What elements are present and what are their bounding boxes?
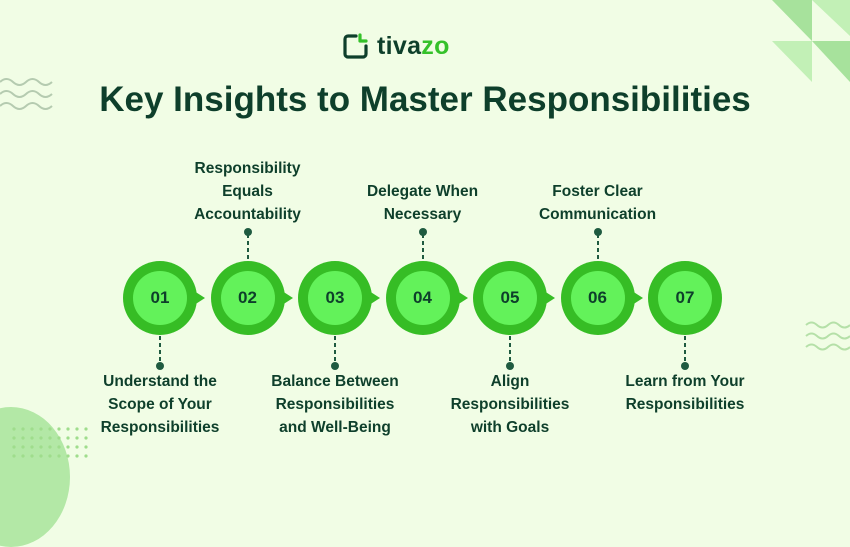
connector-dot-icon: [593, 228, 602, 236]
timeline-step-05: 05: [473, 261, 555, 335]
logo-bracket-icon: [343, 33, 368, 59]
step-number: 03: [308, 271, 362, 325]
wave-lines-decoration: [0, 78, 53, 110]
step-number: 02: [220, 271, 275, 325]
step-connector: [243, 228, 252, 262]
triangles-decoration: [772, 0, 850, 82]
step-label-line: Align: [490, 373, 530, 390]
connector-dot-icon: [681, 362, 689, 370]
timeline-step-03: 03: [298, 261, 380, 335]
brand-logo: tivazo: [343, 30, 503, 62]
step-label-line: Learn from Your: [625, 373, 745, 390]
step-label-line: Responsibilities: [100, 419, 220, 436]
timeline-step-06: 06: [560, 261, 643, 335]
dot-grid-decoration: [12, 427, 88, 458]
step-label-line: Balance Between: [271, 373, 399, 390]
brand-name: tivazo: [377, 31, 450, 60]
connector-dot-icon: [506, 362, 514, 370]
timeline-step-04: 04: [385, 261, 468, 335]
connector-dot-icon: [243, 228, 252, 236]
step-connector: [593, 228, 602, 262]
timeline-step-01: 01: [123, 261, 205, 335]
step-label-line: Responsibilities: [450, 396, 570, 413]
step-connector: [681, 336, 689, 370]
step-number: 06: [570, 271, 625, 325]
step-label-line: Responsibilities: [625, 396, 745, 413]
step-label-line: Scope of Your: [108, 396, 212, 413]
step-label-line: Foster Clear: [552, 183, 643, 200]
step-number: 05: [483, 271, 537, 325]
step-label-line: Delegate When: [366, 183, 479, 200]
step-connector: [506, 336, 514, 370]
step-connector: [156, 336, 164, 370]
connector-dot-icon: [156, 362, 164, 370]
step-number: 07: [658, 271, 712, 325]
step-label-line: with Goals: [470, 419, 550, 436]
timeline-step-07: 07: [648, 261, 722, 335]
step-label-line: Responsibilities: [275, 396, 395, 413]
step-label-line: Understand the: [103, 373, 217, 390]
step-number: 04: [395, 271, 450, 325]
page-title: Key Insights to Master Responsibilities: [99, 80, 751, 119]
step-label-line: Accountability: [194, 206, 301, 223]
step-label-line: Responsibility: [194, 160, 301, 177]
step-connector: [331, 336, 339, 370]
step-number: 01: [133, 271, 187, 325]
wave-lines-decoration-right: [805, 321, 850, 351]
step-label-line: Communication: [538, 206, 657, 223]
step-label-line: and Well-Being: [279, 419, 391, 436]
connector-dot-icon: [331, 362, 339, 370]
step-label-line: Necessary: [383, 206, 462, 223]
timeline-step-02: 02: [210, 261, 293, 335]
step-label-line: Equals: [222, 183, 273, 200]
connector-dot-icon: [418, 228, 427, 236]
step-connector: [418, 228, 427, 262]
